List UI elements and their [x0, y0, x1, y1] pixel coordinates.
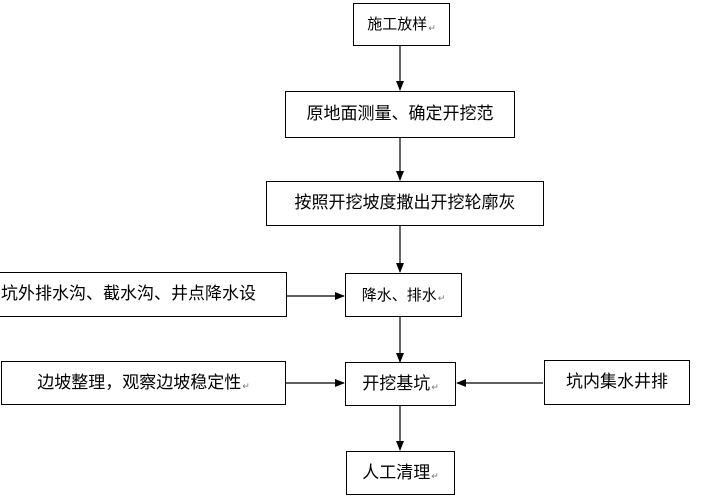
node-side-sump: 坑内集水井排: [544, 360, 690, 405]
node-side-slope: 边坡整理，观察边坡稳定性↵: [1, 361, 286, 405]
node-step4-label: 降水、排水: [361, 285, 437, 304]
node-side-drainage-label: 坑外排水沟、截水沟、井点降水设: [1, 284, 256, 304]
paragraph-mark-icon: ↵: [242, 382, 250, 392]
node-step5: 开挖基坑↵: [345, 362, 456, 406]
node-step1: 施工放样↵: [353, 3, 450, 46]
paragraph-mark-icon: ↵: [431, 383, 439, 393]
node-step6: 人工清理↵: [346, 451, 455, 495]
node-side-slope-label: 边坡整理，观察边坡稳定性: [37, 372, 242, 393]
node-step5-label: 开挖基坑: [362, 373, 431, 394]
node-step3-label: 按照开挖坡度撒出开挖轮廓灰: [294, 193, 516, 213]
node-side-drainage: 坑外排水沟、截水沟、井点降水设: [0, 272, 287, 317]
paragraph-mark-icon: ↵: [431, 472, 439, 482]
node-side-sump-label: 坑内集水井排: [566, 372, 668, 392]
node-step2-label: 原地面测量、确定开挖范: [306, 104, 494, 124]
node-step3: 按照开挖坡度撒出开挖轮廓灰: [266, 181, 544, 226]
node-step4: 降水、排水↵: [345, 273, 462, 317]
paragraph-mark-icon: ↵: [428, 23, 436, 34]
node-step1-label: 施工放样: [367, 15, 428, 33]
node-step6-label: 人工清理: [362, 462, 431, 483]
paragraph-mark-icon: ↵: [437, 294, 446, 304]
node-step2: 原地面测量、确定开挖范: [285, 91, 515, 138]
